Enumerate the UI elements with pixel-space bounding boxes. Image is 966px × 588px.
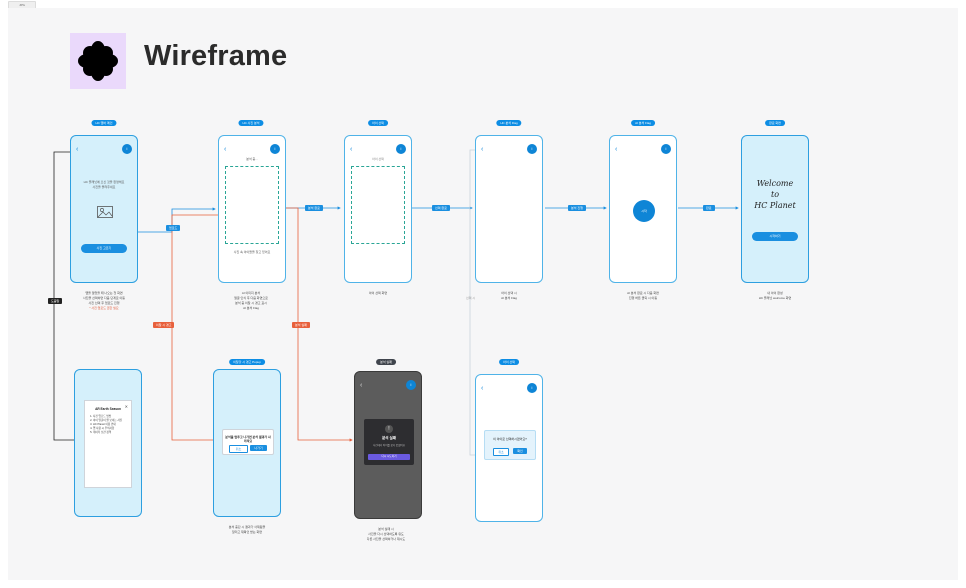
list-item: 데이터 보관 정책 <box>93 431 126 435</box>
screen-analysis-failed: ‹ i ! 분석 실패 사진에서 아이를 찾지 못했어요 다시 시도하기 <box>354 371 422 519</box>
photo-placeholder <box>351 166 405 244</box>
connector-label: 분석 실패 <box>292 322 310 328</box>
screen-ai-flag: ‹ i 시작 <box>609 135 677 283</box>
welcome-text: HC Planet <box>754 201 796 210</box>
list-item: 아이 얼굴이 잘 보이는 사진 <box>93 419 126 423</box>
screen-caption: 분석 중단 시 결과가 삭제됨을 알리고 재확인 받는 화면 <box>228 525 266 534</box>
screen-tag: 아이 선택 <box>499 359 519 365</box>
screen-home: ‹ i HC 플래닛에 오신 것을 환영해요 사진을 올려주세요 사진 고르기 <box>70 135 138 283</box>
screen-select-child: ‹ i 아이 선택 <box>344 135 412 283</box>
back-icon[interactable]: ‹ <box>481 385 484 392</box>
screen-analyzing: ‹ i 분석 중... 사진 속 아이들을 찾고 있어요 <box>218 135 286 283</box>
image-icon <box>97 206 113 218</box>
back-icon[interactable]: ‹ <box>360 382 363 389</box>
info-icon[interactable]: i <box>122 144 132 154</box>
help-modal: ✕ AR Earth Season 사진 업로드 방법 아이 얼굴이 잘 보이는… <box>84 400 132 488</box>
dialog-text: 분석을 멈추고 나가면 분석 결과가 사라져요 <box>225 435 271 443</box>
info-icon[interactable]: i <box>527 383 537 393</box>
cancel-button[interactable]: 취소 <box>493 448 509 456</box>
info-icon[interactable]: i <box>661 144 671 154</box>
dialog-body: 사진에서 아이를 찾지 못했어요 <box>373 444 405 447</box>
back-icon[interactable]: ‹ <box>615 146 618 153</box>
retry-button[interactable]: 다시 시도하기 <box>368 454 410 460</box>
screen-caption: AI 이미지 분석 얼굴 인식 후 다음 화면으로 분석 중 이탈 시 경고 표… <box>234 291 268 310</box>
cancel-button[interactable]: 취소 <box>229 445 248 453</box>
connector-label: 완료 <box>703 205 715 211</box>
warning-icon: ! <box>385 425 393 433</box>
list-item: 사진 업로드 방법 <box>93 415 126 419</box>
connector-label: 도움말 <box>48 298 63 304</box>
dialog-title: 분석 실패 <box>382 436 396 440</box>
screen-caption: 앱을 열었을 때 나오는 첫 화면 사진을 선택하면 다음 단계로 이동 사진 … <box>83 291 125 310</box>
screen-tag: HC 탭바 메인 <box>91 120 117 126</box>
back-icon[interactable]: ‹ <box>224 146 227 153</box>
screen-welcome: Welcome to HC Planet 시작하기 <box>741 135 809 283</box>
screen-tag: HC 사진 분석 <box>238 120 264 126</box>
screen-text: 분석 중... <box>246 157 258 161</box>
list-item: 앱 사용 시 주의사항 <box>93 427 126 431</box>
close-icon[interactable]: ✕ <box>124 404 128 409</box>
screen-caption: 아이 선택 화면 <box>368 291 388 295</box>
page-title: Wireframe <box>144 40 288 72</box>
leave-button[interactable]: 나가기 <box>250 445 267 451</box>
info-icon[interactable]: i <box>527 144 537 154</box>
welcome-text: to <box>770 190 780 199</box>
back-icon[interactable]: ‹ <box>481 146 484 153</box>
modal-title: AR Earth Season <box>95 407 121 411</box>
screen-caption: 내 아이 완성 HC 플래닛 welcome 화면 <box>758 291 792 300</box>
screen-caption: 분석 실패 시 사진을 다시 선택하도록 유도 다른 사진을 선택하거나 재시도 <box>366 527 406 541</box>
screen-analysis-flag: ‹ i <box>475 135 543 283</box>
screen-text: 아이 선택 <box>372 157 384 161</box>
screen-exit-warning: 분석을 멈추고 나가면 분석 결과가 사라져요 취소 나가기 <box>213 369 281 517</box>
screen-text: HC 플래닛에 오신 것을 환영해요 <box>83 180 125 184</box>
connector-label: 선택 시 <box>466 296 476 300</box>
confirm-dialog: 이 아이로 선택하시겠어요? 취소 확인 <box>484 430 536 460</box>
start-button[interactable]: 시작하기 <box>752 232 798 241</box>
screen-help: ✕ AR Earth Season 사진 업로드 방법 아이 얼굴이 잘 보이는… <box>74 369 142 517</box>
confirm-button[interactable]: 확인 <box>513 448 527 454</box>
info-icon[interactable]: i <box>396 144 406 154</box>
screen-caption: 아이 선택 시 AI 분석 Flag <box>501 291 517 300</box>
screen-tag: 분석 실패 <box>376 359 396 365</box>
start-button[interactable]: 시작 <box>633 200 655 222</box>
screen-tag: AI 분석 Flag <box>631 120 655 126</box>
screen-tag: 아이 선택 <box>368 120 388 126</box>
back-icon[interactable]: ‹ <box>350 146 353 153</box>
list-item: HC Planet 이용 안내 <box>93 423 126 427</box>
failure-dialog: ! 분석 실패 사진에서 아이를 찾지 못했어요 다시 시도하기 <box>364 419 414 465</box>
help-list: 사진 업로드 방법 아이 얼굴이 잘 보이는 사진 HC Planet 이용 안… <box>85 415 131 435</box>
photo-placeholder <box>225 166 279 244</box>
screen-caption: AI 분석 완료 시 다음 화면 진행 버튼 클릭 시 이동 <box>627 291 659 300</box>
info-icon[interactable]: i <box>406 380 416 390</box>
screen-tag: 이탈할 시 경고 Popup <box>229 359 265 365</box>
connector-label: 업로드 <box>166 225 181 231</box>
connector-label: 이탈 시 경고 <box>153 322 175 328</box>
logo <box>70 33 126 89</box>
dialog-text: 이 아이로 선택하시겠어요? <box>493 437 527 441</box>
flower-logo-icon <box>78 41 118 81</box>
screen-tag: HC 분석 Flag <box>496 120 522 126</box>
exit-dialog: 분석을 멈추고 나가면 분석 결과가 사라져요 취소 나가기 <box>222 429 274 455</box>
screen-text: 사진을 올려주세요 <box>92 185 116 189</box>
welcome-text: Welcome <box>756 179 794 188</box>
connector-label: 분석 완료 <box>305 205 323 211</box>
screen-confirm-child: ‹ i 이 아이로 선택하시겠어요? 취소 확인 <box>475 374 543 522</box>
screen-text: 사진 속 아이들을 찾고 있어요 <box>233 250 271 254</box>
back-icon[interactable]: ‹ <box>76 146 79 153</box>
screen-tag: 완료 화면 <box>765 120 785 126</box>
info-icon[interactable]: i <box>270 144 280 154</box>
connector-label: 선택 완료 <box>432 205 450 211</box>
choose-photo-button[interactable]: 사진 고르기 <box>81 244 127 253</box>
connector-label: 분석 진행 <box>568 205 586 211</box>
